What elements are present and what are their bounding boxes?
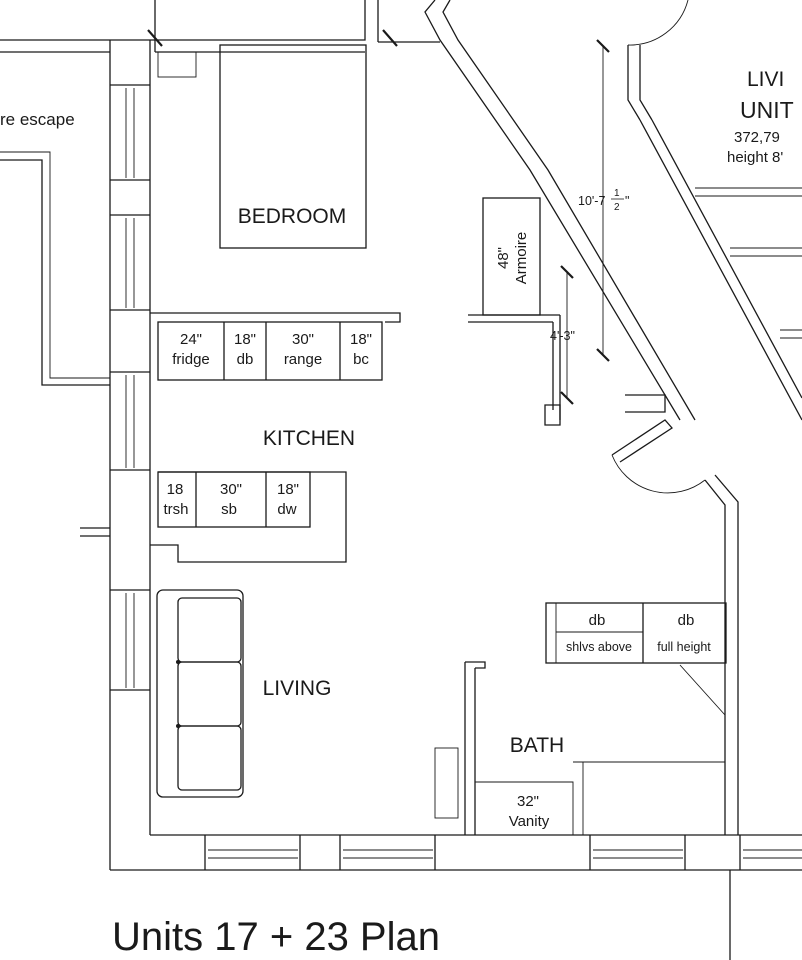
cabinet-bc-size: 18" (350, 331, 372, 348)
armoire: 48" Armoire (482, 197, 541, 316)
cabinet-db-label: db (237, 351, 254, 368)
adjacent-unit-line2: UNIT (740, 97, 794, 123)
cabinet-dw-label: dw (277, 501, 296, 518)
bedroom: BEDROOM (157, 44, 367, 249)
dimension-tall-denominator: 2 (614, 202, 620, 213)
upper-cabinets: 24" fridge 18" db 30" range 18" bc (150, 312, 401, 381)
cabinet-sb-size: 30" (220, 481, 242, 498)
armoire-size: 48" (495, 247, 512, 269)
cabinet-fridge-size: 24" (180, 331, 202, 348)
vanity-label: Vanity (509, 813, 550, 830)
lower-cabinets: 18 trsh 30" sb 18" dw (150, 471, 347, 563)
cabinet-trsh-size: 18 (167, 481, 184, 498)
storage-cabinets: db shlvs above db full height (545, 602, 727, 664)
dimensions: 10'-7 1 2 " 4'-3" (550, 39, 629, 405)
room-label-living: LIVING (263, 677, 332, 700)
vanity-size: 32" (517, 793, 539, 810)
storage-shelves-above: shlvs above (566, 640, 632, 654)
cabinet-trsh-label: trsh (163, 501, 188, 518)
adjacent-unit-label: LIVI UNIT 372,79 height 8' (727, 68, 794, 166)
dimension-tall-numerator: 1 (614, 188, 620, 199)
fire-escape-label: re escape (0, 110, 75, 129)
adjacent-unit-line1: LIVI (747, 68, 784, 91)
cabinet-range-label: range (284, 351, 322, 368)
storage-db-2: db (678, 612, 695, 629)
cabinet-fridge-label: fridge (172, 351, 210, 368)
cabinet-bc-label: bc (353, 351, 369, 368)
room-label-kitchen: KITCHEN (263, 427, 355, 450)
room-label-bath: BATH (510, 734, 564, 757)
cabinet-db-size: 18" (234, 331, 256, 348)
plan-title: Units 17 + 23 Plan (112, 915, 440, 959)
armoire-label: Armoire (513, 232, 530, 285)
dimension-tall: 10'-7 1 2 " (578, 188, 629, 213)
bed (219, 44, 367, 249)
cabinet-dw-size: 18" (277, 481, 299, 498)
nightstand (157, 51, 197, 78)
storage-full-height: full height (657, 640, 711, 654)
adjacent-unit-line3: 372,79 (734, 129, 780, 146)
adjacent-unit-line4: height 8' (727, 149, 783, 166)
sofa (156, 589, 244, 798)
storage-db-1: db (589, 612, 606, 629)
dimension-tall-main: 10'-7 (578, 194, 605, 208)
cabinet-range-size: 30" (292, 331, 314, 348)
dimension-tall-inch: " (625, 194, 629, 208)
dimension-short: 4'-3" (550, 329, 575, 343)
cabinet-sb-label: sb (221, 501, 237, 518)
room-label-bedroom: BEDROOM (238, 205, 347, 228)
